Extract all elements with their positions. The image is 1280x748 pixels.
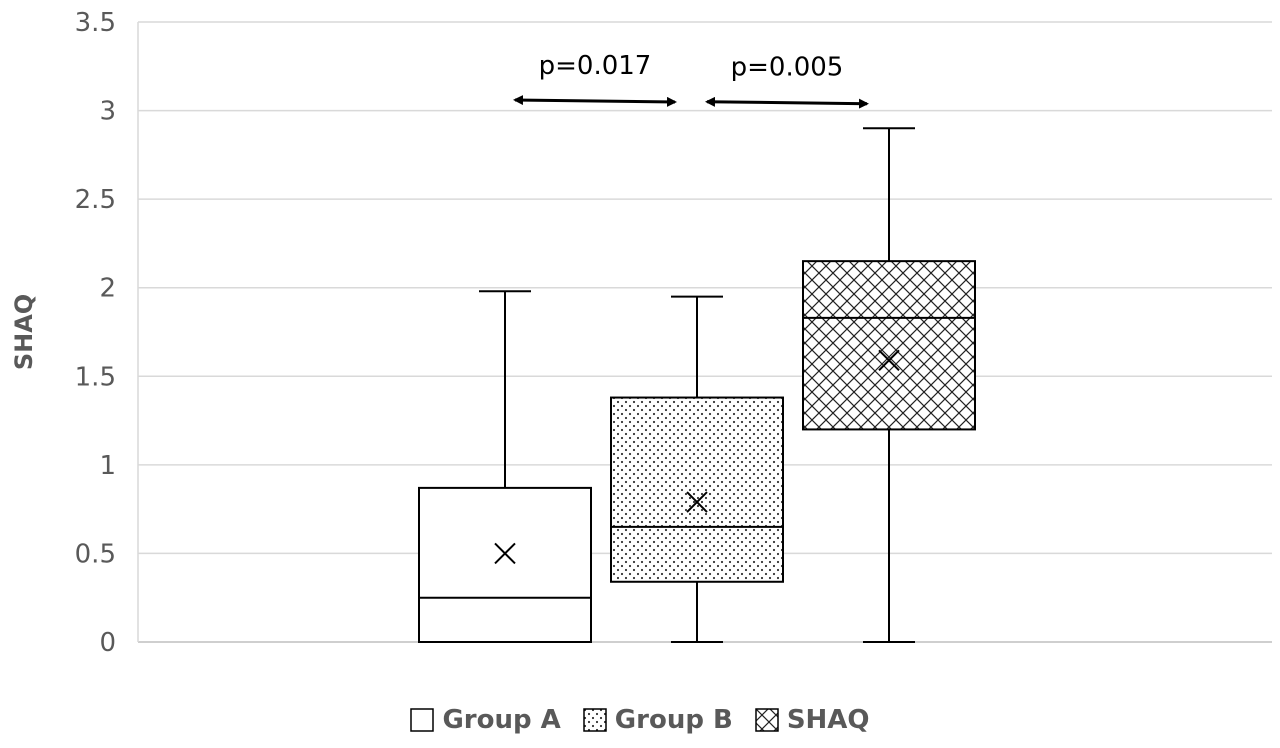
legend-label-group-b: Group B <box>614 705 733 735</box>
legend: Group A Group B SHAQ <box>0 698 1280 742</box>
y-tick-label: 0 <box>99 628 116 658</box>
legend-swatch-group-a <box>410 708 435 732</box>
mean-marker <box>494 542 516 565</box>
y-axis-title: SHAQ <box>10 294 38 370</box>
y-tick-label: 2 <box>99 274 116 304</box>
y-tick-label: 3.5 <box>75 8 116 38</box>
annotation: p=0.017 <box>513 51 677 107</box>
iqr-box <box>802 260 976 431</box>
iqr-box <box>418 486 592 643</box>
box-shaq <box>802 127 976 643</box>
box-plot-chart: 0 0.5 1 1.5 2 2.5 3 3.5 SHAQ p=0.017 p=0.005 <box>10 8 1272 658</box>
p-value-label: p=0.017 <box>539 51 652 81</box>
iqr-box <box>610 396 784 583</box>
legend-label-shaq: SHAQ <box>786 705 870 735</box>
y-tick-label: 2.5 <box>75 185 116 215</box>
annotation: p=0.005 <box>705 53 869 109</box>
legend-label-group-a: Group A <box>442 705 561 735</box>
legend-swatch-shaq <box>755 708 779 732</box>
y-tick-label: 0.5 <box>75 539 116 569</box>
p-value-label: p=0.005 <box>731 53 844 83</box>
boxes <box>418 127 976 643</box>
legend-item-group-a: Group A <box>410 705 561 735</box>
y-tick-label: 3 <box>99 97 116 127</box>
y-tick-label: 1.5 <box>75 362 116 392</box>
y-tick-label: 1 <box>99 451 116 481</box>
legend-item-group-b: Group B <box>583 705 733 735</box>
double-arrow <box>513 95 677 107</box>
significance-annotations: p=0.017 p=0.005 <box>513 51 869 109</box>
y-axis-ticks: 0 0.5 1 1.5 2 2.5 3 3.5 <box>75 8 116 658</box>
mean-marker <box>878 349 900 372</box>
double-arrow <box>705 96 869 109</box>
mean-marker <box>686 491 708 513</box>
box-group-b <box>610 295 784 643</box>
box-group-a <box>418 290 592 643</box>
legend-swatch-group-b <box>583 708 607 732</box>
legend-item-shaq: SHAQ <box>755 705 870 735</box>
